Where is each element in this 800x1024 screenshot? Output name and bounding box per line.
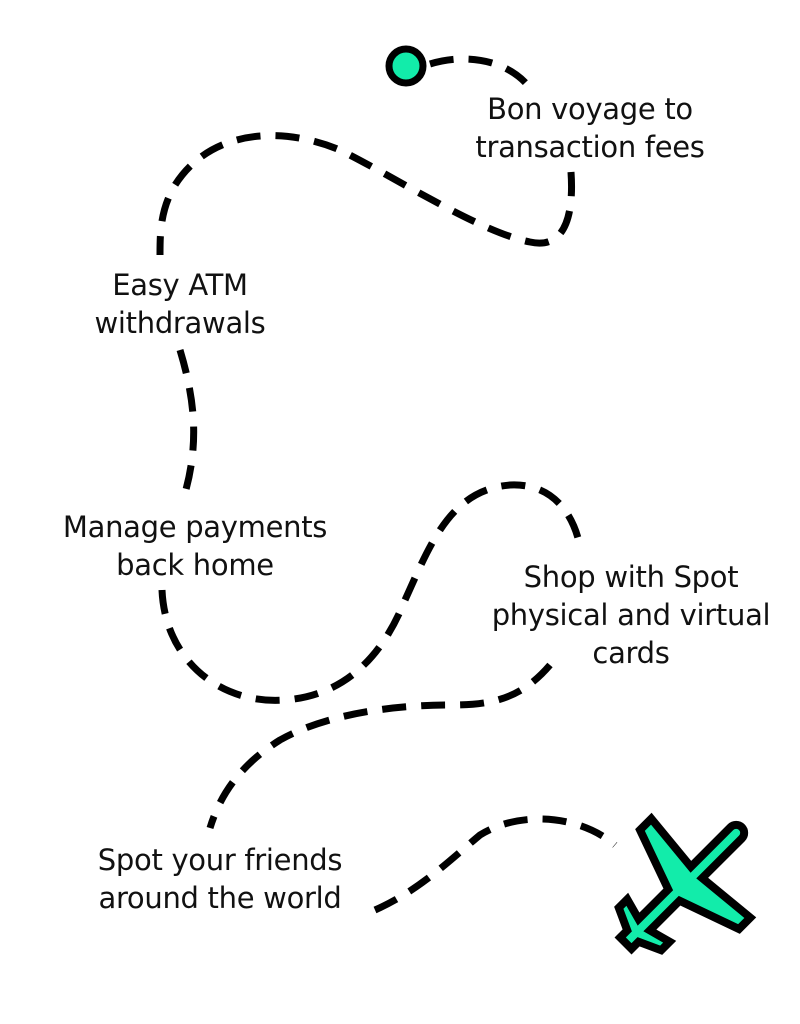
step-label-line: physical and virtual (491, 598, 771, 632)
airplane-icon (614, 812, 757, 955)
step-label-manage-payments: Manage payments back home (30, 508, 360, 584)
step-label-line: Easy ATM (112, 268, 248, 302)
step-label-line: Manage payments (62, 510, 328, 544)
dashed-path-segment (428, 55, 533, 91)
dashed-path-segment (206, 662, 553, 830)
step-label-bon-voyage: Bon voyage to transaction fees (455, 90, 725, 166)
step-label-line: Bon voyage to (487, 92, 693, 126)
step-label-spot-friends: Spot your friends around the world (70, 841, 370, 917)
step-label-line: back home (116, 548, 274, 582)
step-label-line: Spot your friends (97, 843, 343, 877)
dashed-path-segment (373, 815, 618, 914)
step-label-line: withdrawals (94, 306, 266, 340)
step-label-line: Shop with Spot (523, 560, 739, 594)
dashed-path-segment (176, 348, 198, 502)
step-label-line: around the world (98, 881, 342, 915)
start-dot-icon (385, 45, 427, 87)
step-label-line: transaction fees (475, 130, 705, 164)
step-label-shop-cards: Shop with Spot physical and virtual card… (466, 558, 796, 672)
step-label-line: cards (592, 636, 670, 670)
step-label-atm: Easy ATM withdrawals (60, 266, 300, 342)
